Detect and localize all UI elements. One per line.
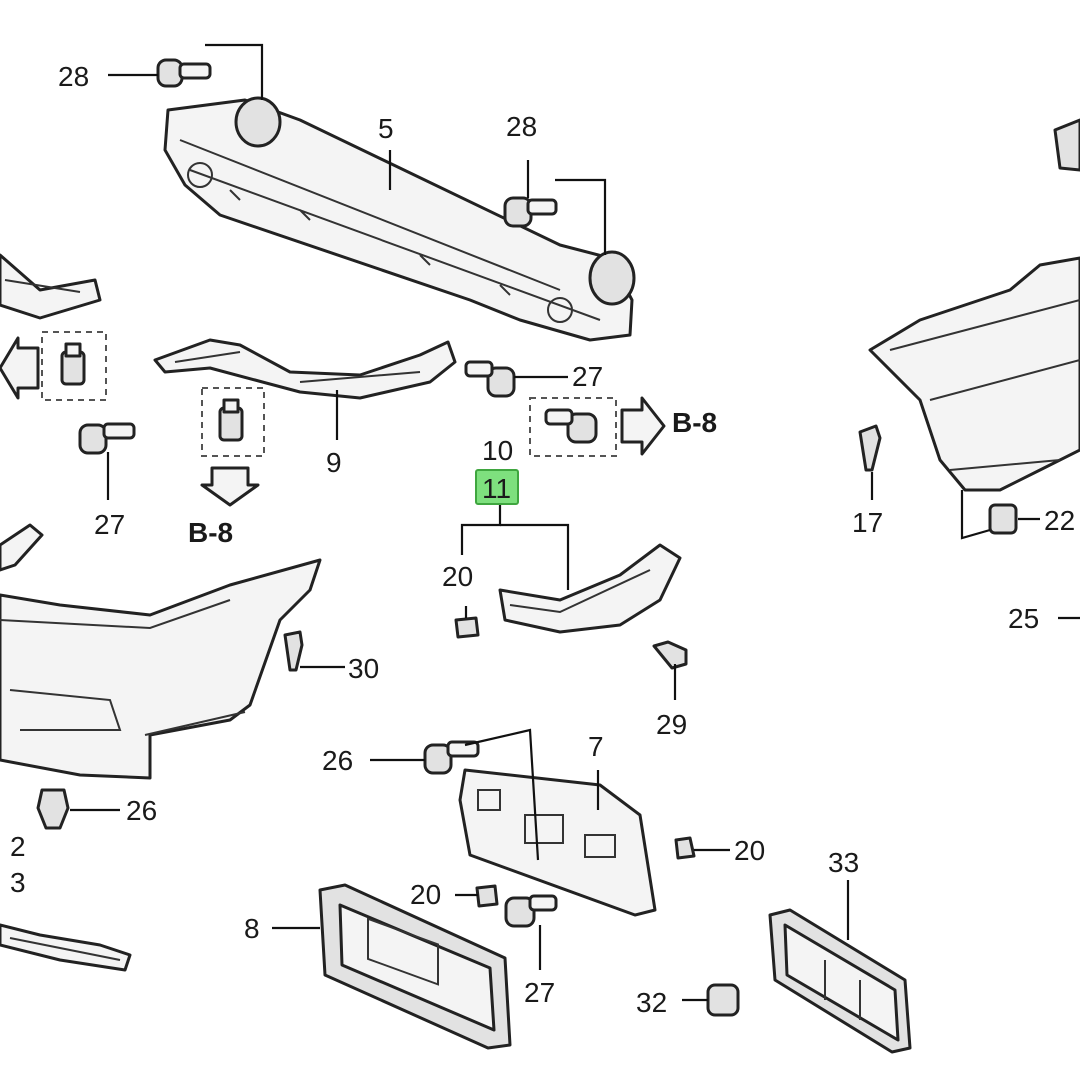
clip-icon-left — [60, 342, 86, 386]
side-bracket-10-11[interactable] — [498, 543, 682, 634]
label-part-28-upper: 28 — [58, 61, 89, 92]
clip-20-lower[interactable] — [475, 884, 499, 908]
label-part-17: 17 — [852, 507, 883, 538]
clip-20-right[interactable] — [674, 836, 696, 860]
label-part-10: 10 — [482, 435, 513, 466]
label-part-26-center: 26 — [322, 745, 353, 776]
screw-17[interactable] — [858, 424, 882, 472]
ref-label-b8-right[interactable]: B-8 — [672, 407, 717, 438]
label-part-30: 30 — [348, 653, 379, 684]
rear-bumper-right-section[interactable] — [868, 256, 1080, 492]
label-part-26-left: 26 — [126, 795, 157, 826]
screw-30[interactable] — [283, 630, 304, 672]
dashed-box-right — [529, 397, 617, 457]
label-part-28-right: 28 — [506, 111, 537, 142]
label-part-3: 3 — [10, 867, 26, 898]
arrow-down-icon — [200, 466, 260, 507]
label-part-9: 9 — [326, 447, 342, 478]
right-top-clip-fragment[interactable] — [1053, 118, 1080, 172]
label-part-29: 29 — [656, 709, 687, 740]
label-part-32: 32 — [636, 987, 667, 1018]
label-part-7: 7 — [588, 731, 604, 762]
part-11-highlight — [475, 469, 519, 505]
leader-lines — [70, 43, 1080, 1002]
license-plate-base-7[interactable] — [458, 768, 657, 917]
bumper-reinforcement-beam[interactable] — [163, 96, 636, 342]
bolt-27-lower[interactable] — [504, 894, 558, 928]
left-side-bracket-fragment[interactable] — [0, 253, 102, 320]
license-plate-frame-8[interactable] — [318, 883, 512, 1050]
label-part-8: 8 — [244, 913, 260, 944]
arrow-right-icon — [620, 396, 666, 456]
label-part-27-left: 27 — [94, 509, 125, 540]
label-part-5: 5 — [378, 113, 394, 144]
label-part-25: 25 — [1008, 603, 1039, 634]
arrow-left-icon — [0, 336, 40, 400]
license-plate-bracket-33[interactable] — [768, 908, 912, 1054]
label-part-20-right: 20 — [734, 835, 765, 866]
clip-20-upper[interactable] — [454, 616, 480, 639]
bolt-26-center[interactable] — [423, 740, 480, 775]
label-part-27-lower: 27 — [524, 977, 555, 1008]
screw-29[interactable] — [652, 640, 688, 670]
bolt-28-right[interactable] — [503, 196, 558, 228]
dashed-box-center — [201, 387, 265, 457]
label-part-33: 33 — [828, 847, 859, 878]
label-part-20-upper: 20 — [442, 561, 473, 592]
bolt-icon-in-box — [544, 408, 598, 444]
bolt-28-upper[interactable] — [156, 58, 212, 88]
label-part-22: 22 — [1044, 505, 1075, 536]
bumper-corner-fragment[interactable] — [0, 523, 44, 572]
clip-icon-center — [218, 398, 244, 442]
bolt-27-left[interactable] — [78, 422, 136, 455]
bolt-32[interactable] — [706, 983, 740, 1017]
nut-22[interactable] — [988, 503, 1018, 535]
clip-26-left[interactable] — [36, 788, 70, 830]
side-bracket-9[interactable] — [153, 338, 457, 400]
lower-strip[interactable] — [0, 923, 132, 972]
label-part-11: 11 — [482, 473, 511, 504]
bolt-27-center[interactable] — [464, 360, 516, 398]
label-part-2: 2 — [10, 831, 26, 862]
ref-label-b8-left[interactable]: B-8 — [188, 517, 233, 548]
label-part-20-lower: 20 — [410, 879, 441, 910]
label-part-27-center: 27 — [572, 361, 603, 392]
bumper-cover[interactable] — [0, 558, 322, 780]
